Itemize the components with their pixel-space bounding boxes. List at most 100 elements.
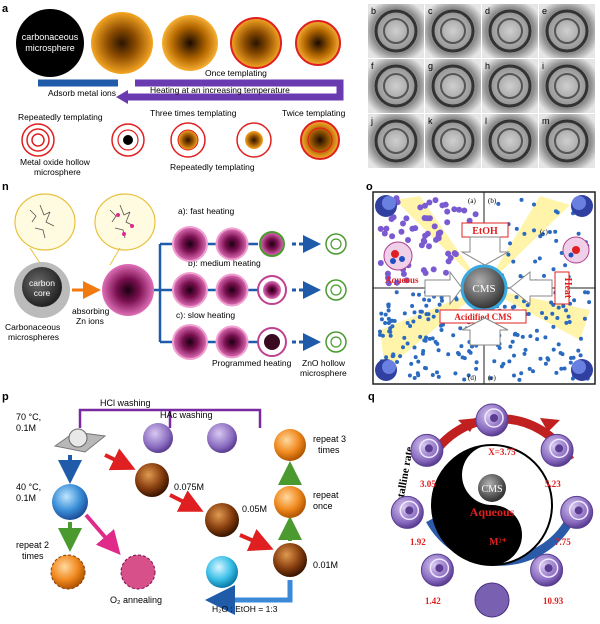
sphere-row3-3	[257, 327, 287, 357]
sphere-40c	[52, 484, 88, 520]
programmed-heating-label: Programmed heating	[212, 358, 292, 368]
arrow-to-0075	[104, 448, 136, 471]
sphere-row2-2	[215, 273, 249, 307]
sphere-row2-1	[172, 272, 208, 308]
heating-row-2	[172, 272, 347, 308]
heat-label: Heat	[562, 278, 573, 299]
hcl-washing-label: HCl washing	[100, 398, 151, 408]
zno-hollow-2	[325, 279, 347, 301]
tem-image-k: k	[425, 114, 481, 168]
region-b: (b)	[488, 197, 497, 205]
core-label-1: carbonaceous	[22, 32, 79, 42]
core-label-2: core	[34, 288, 51, 298]
tem-image-d: d	[482, 4, 538, 58]
absorbing-label-2: Zn ions	[76, 316, 104, 326]
tem-image-m: m	[539, 114, 595, 168]
region-c: (c)	[540, 228, 548, 236]
heat-inset	[562, 236, 590, 264]
sphere-row2-3	[257, 275, 287, 305]
sphere-shell-3	[111, 123, 145, 157]
value-1093: 10.93	[543, 596, 564, 606]
sphere-0075	[135, 463, 169, 497]
tem-image-g: g	[425, 59, 481, 113]
panel-p: p HCl washing HAc washing 70 °C, 0.1M 0.…	[2, 391, 346, 615]
heating-row-1	[172, 226, 347, 262]
ring-sphere-7	[530, 553, 564, 587]
sphere-shell-mid	[170, 122, 206, 158]
sphere-005	[205, 503, 239, 537]
repeat3-2: times	[318, 445, 340, 455]
panel-letter-q: q	[368, 391, 375, 403]
label-001: 0.01M	[313, 560, 338, 570]
yellow-ray-2	[484, 196, 570, 288]
template-cluster	[68, 428, 88, 448]
sphere-templated-1	[230, 17, 282, 69]
hcl-sphere	[143, 423, 173, 453]
tem-label-g: g	[428, 61, 433, 71]
temp40-label: 40 °C,	[16, 482, 41, 492]
panel-o: o CMS EtOH Aqueous Heat Acidified CMS (a…	[366, 181, 596, 385]
heat-arrow	[509, 270, 553, 306]
value-142: 1.42	[425, 596, 441, 606]
cms-label-2: microspheres	[8, 332, 59, 342]
label-005: 0.05M	[242, 504, 267, 514]
annealing-label: O₂ annealing	[110, 595, 162, 605]
value-305: 3.05	[420, 479, 436, 489]
molecule-bubble-left	[14, 193, 76, 251]
sphere-shell-1	[300, 120, 340, 160]
etoh-label: EtOH	[472, 226, 498, 237]
solvent-label: H₂O : EtOH = 1:3	[212, 604, 278, 614]
cms-core-label: CMS	[472, 283, 495, 295]
ring-sphere-1	[475, 403, 509, 437]
ring-sphere-3	[540, 433, 574, 467]
tem-label-f: f	[371, 61, 374, 71]
zno-label-2: microsphere	[300, 368, 347, 378]
core-label-2: microsphere	[25, 43, 75, 53]
heating-row-3	[172, 324, 347, 360]
tem-image-b: b	[368, 4, 424, 58]
repeatedly-left-label: Repeatedly templating	[18, 112, 103, 122]
label-0075: 0.075M	[174, 482, 204, 492]
tem-image-i: i	[539, 59, 595, 113]
tem-image-f: f	[368, 59, 424, 113]
region-a: (a)	[468, 197, 476, 205]
arrow-to-001	[239, 529, 274, 552]
panel-q: q CMS Aqueous M²⁺ X=3.75 Crystalline rat…	[368, 391, 594, 618]
panel-letter-a: a	[2, 3, 9, 15]
hollow-label-1: Metal oxide hollow	[20, 157, 91, 167]
sphere-adsorbed-1	[91, 12, 153, 74]
conc40-label: 0.1M	[16, 493, 36, 503]
molecule-bubble-right	[94, 193, 156, 251]
heating-arrow	[128, 79, 344, 101]
functional-groups-right	[109, 204, 135, 239]
sphere-shell-2	[236, 122, 272, 158]
aqueous-label: Aqueous	[470, 505, 515, 519]
tem-label-h: h	[485, 61, 490, 71]
dense-sphere	[474, 582, 510, 618]
multi-shell-sphere	[21, 123, 55, 157]
tem-label-i: i	[542, 61, 544, 71]
tem-label-d: d	[485, 6, 490, 16]
x-value: X=3.75	[488, 447, 516, 457]
sphere-row3-1	[172, 324, 208, 360]
cms-sphere	[478, 474, 506, 502]
value-775: 7.75	[555, 537, 571, 547]
tem-label-b: b	[371, 6, 376, 16]
absorbing-label-1: absorbing	[72, 306, 110, 316]
repeat-once-1: repeat	[313, 490, 339, 500]
value-523: 5.23	[545, 479, 561, 489]
region-e: (e)	[488, 374, 496, 382]
core-label-1: carbon	[29, 278, 55, 288]
zno-hollow-1	[325, 233, 347, 255]
arrow-to-005	[169, 490, 204, 512]
sphere-templated-2	[295, 20, 341, 66]
sphere-row1-2	[215, 227, 249, 261]
solvent-arrow	[205, 580, 293, 615]
repeat3-1: repeat 3	[313, 434, 346, 444]
tem-label-e: e	[542, 6, 547, 16]
tem-image-c: c	[425, 4, 481, 58]
sphere-repeat-2	[50, 554, 86, 590]
slow-heating-label: c): slow heating	[176, 310, 235, 320]
branch-trunk	[154, 244, 162, 342]
